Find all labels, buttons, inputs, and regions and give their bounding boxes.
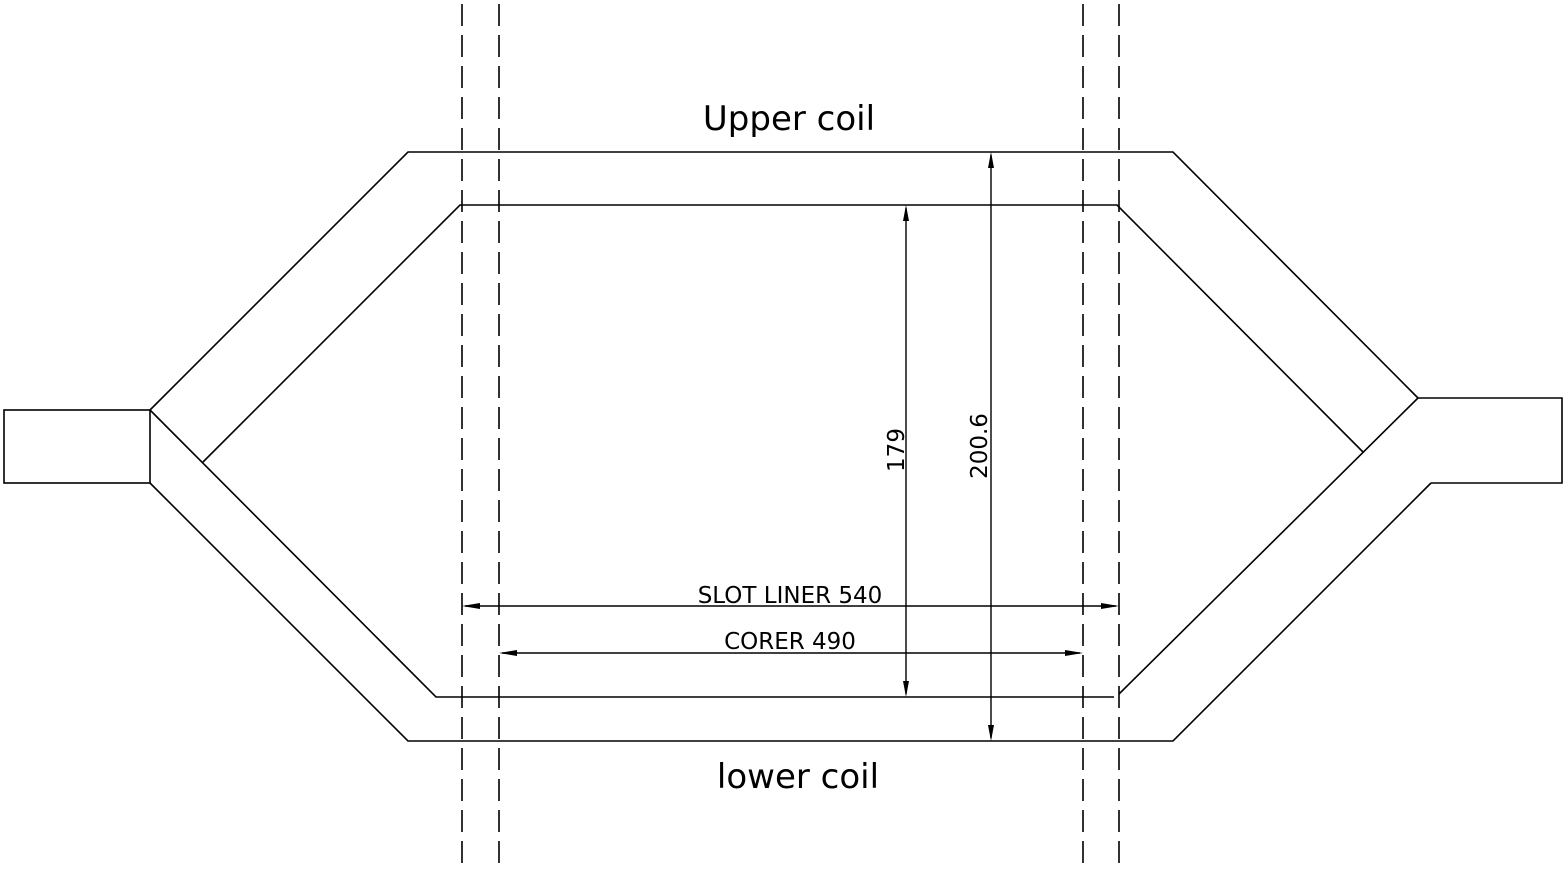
dimension-200-6-label: 200.6 [967, 413, 993, 479]
dimension-179-arrow-bottom [903, 681, 909, 697]
corer-label: CORER 490 [724, 629, 856, 655]
slot-liner-arrow-right [1101, 603, 1119, 609]
dashed-reference-lines [461, 4, 1120, 872]
lower-coil-shape [149, 397, 1432, 742]
upper-coil-shape [149, 151, 1419, 463]
dimension-200-6-arrow-top [988, 152, 994, 168]
slot-liner-arrow-left [462, 603, 480, 609]
lower-coil-outer-edge [149, 482, 1432, 742]
dimension-200-6: 200.6 [967, 152, 994, 741]
right-end-connector [1418, 397, 1563, 484]
lower-coil-label: lower coil [717, 757, 879, 797]
lower-coil-right-inner-edge [1118, 397, 1419, 695]
corer-arrow-left [499, 650, 517, 656]
dimension-corer: CORER 490 [499, 629, 1083, 656]
left-end-connector [3, 409, 151, 484]
upper-coil-inner-edge [202, 204, 1364, 463]
dimension-179-label: 179 [884, 428, 910, 472]
slot-liner-label: SLOT LINER 540 [698, 583, 883, 609]
upper-coil-outer-edge [149, 151, 1419, 411]
upper-coil-label: Upper coil [703, 99, 875, 139]
dimension-179-arrow-top [903, 205, 909, 221]
corer-arrow-right [1065, 650, 1083, 656]
dimension-slot-liner: SLOT LINER 540 [462, 583, 1119, 609]
dimension-200-6-arrow-bottom [988, 725, 994, 741]
dimension-179: 179 [884, 205, 910, 697]
lower-coil-inner-edge [149, 409, 1114, 698]
